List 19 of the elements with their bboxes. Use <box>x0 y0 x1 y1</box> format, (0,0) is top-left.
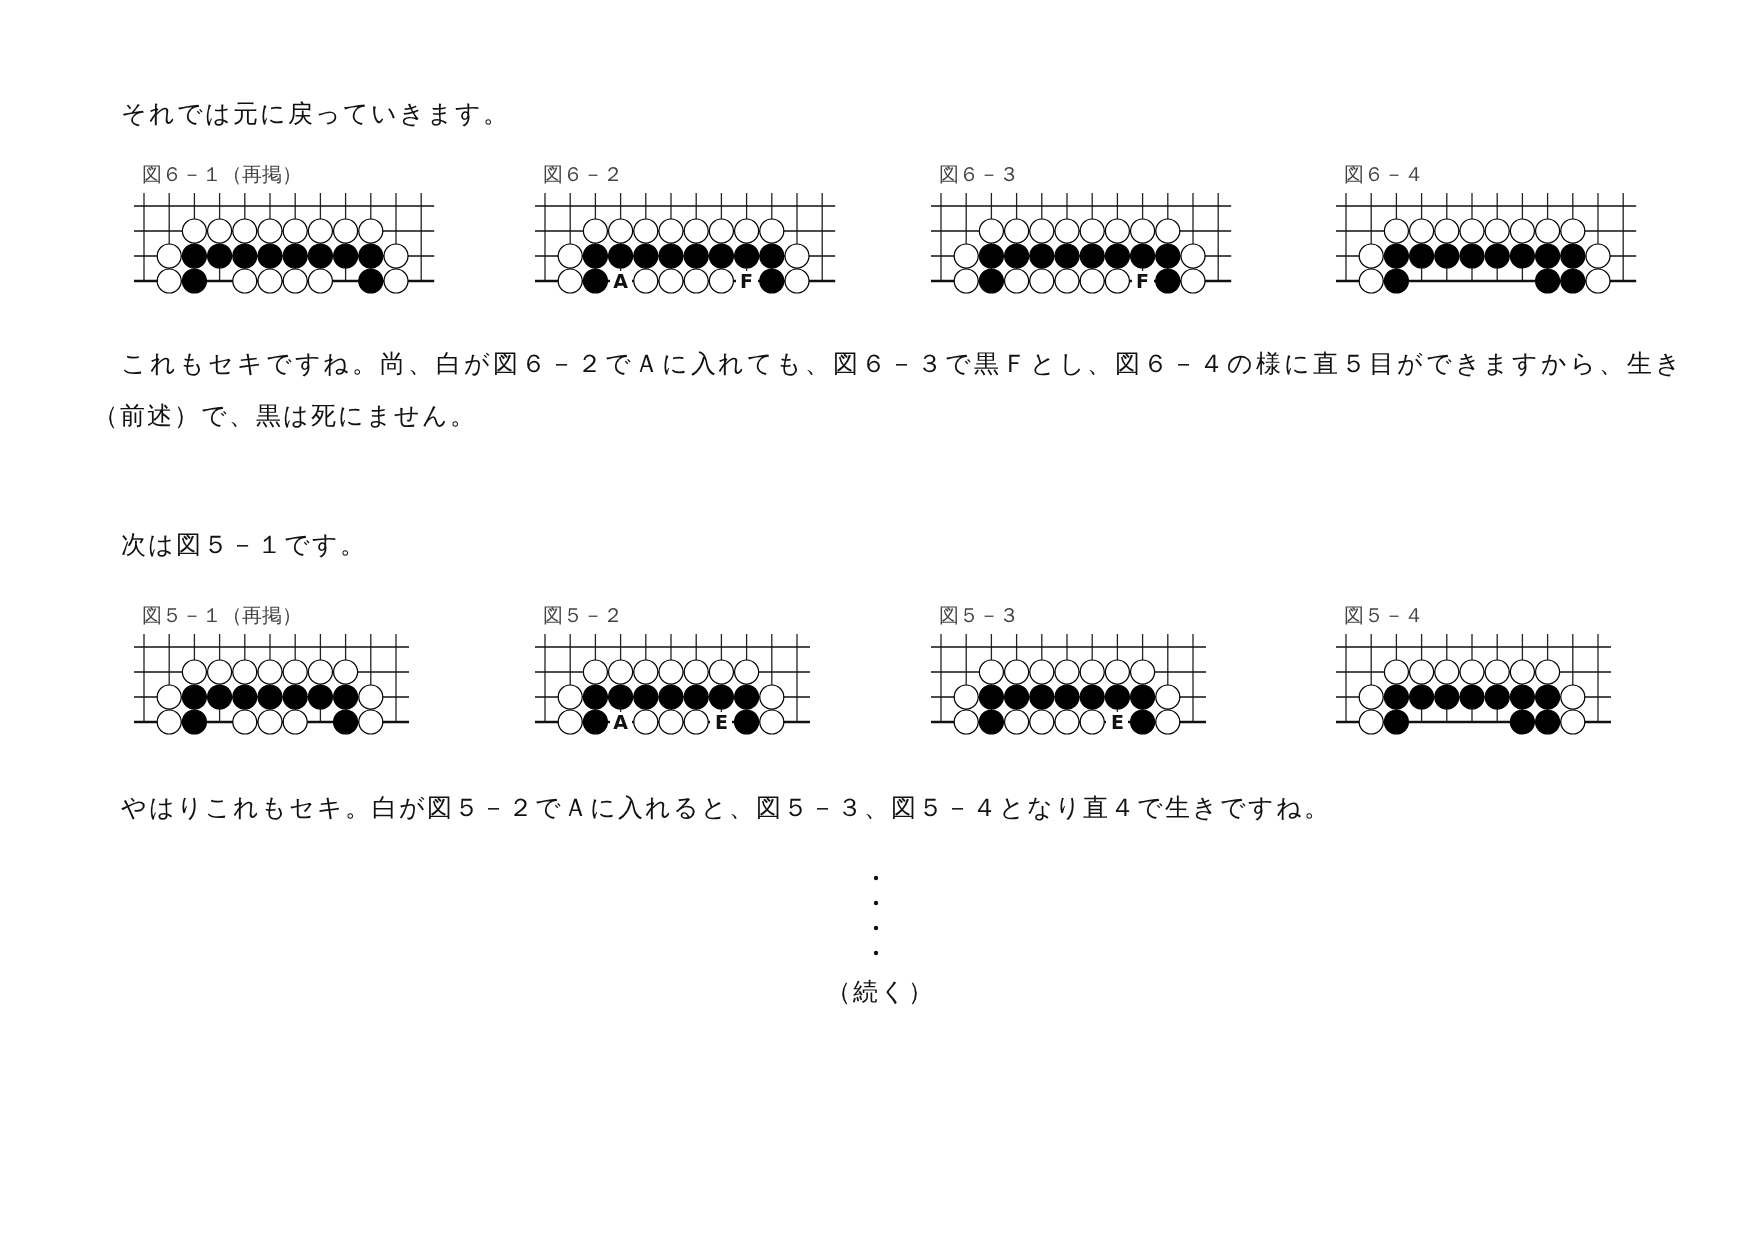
figure-caption: 図５－２ <box>543 603 623 627</box>
figure-caption: 図６－１（再掲） <box>142 162 302 186</box>
point-letter: A <box>609 271 632 291</box>
point-letter: E <box>710 712 733 732</box>
point-letter: A <box>609 712 632 732</box>
continued-note: （続く） <box>824 976 936 1008</box>
paragraph: やはりこれもセキ。白が図５－２でＡに入れると、図５－３、図５－４となり直４で生きですね。 <box>120 792 1332 824</box>
figure-caption: 図６－４ <box>1344 162 1424 186</box>
paragraph: 次は図５－１です。 <box>120 529 368 561</box>
figure-caption: 図６－３ <box>939 162 1019 186</box>
figure-caption: 図５－３ <box>939 603 1019 627</box>
figure-caption: 図５－１（再掲） <box>142 603 302 627</box>
paragraph: これもセキですね。尚、白が図６－２でＡに入れても、図６－３で黒Ｆとし、図６－４の様に直５目ができますから、生き（前述）で、黒は死にません。 <box>93 348 1683 432</box>
point-letter: E <box>1106 712 1129 732</box>
point-letter: F <box>1131 271 1154 291</box>
figure-caption: 図５－４ <box>1344 603 1424 627</box>
figure-caption: 図６－２ <box>543 162 623 186</box>
paragraph: それでは元に戻っていきます。 <box>120 98 511 130</box>
point-letter: F <box>735 271 758 291</box>
